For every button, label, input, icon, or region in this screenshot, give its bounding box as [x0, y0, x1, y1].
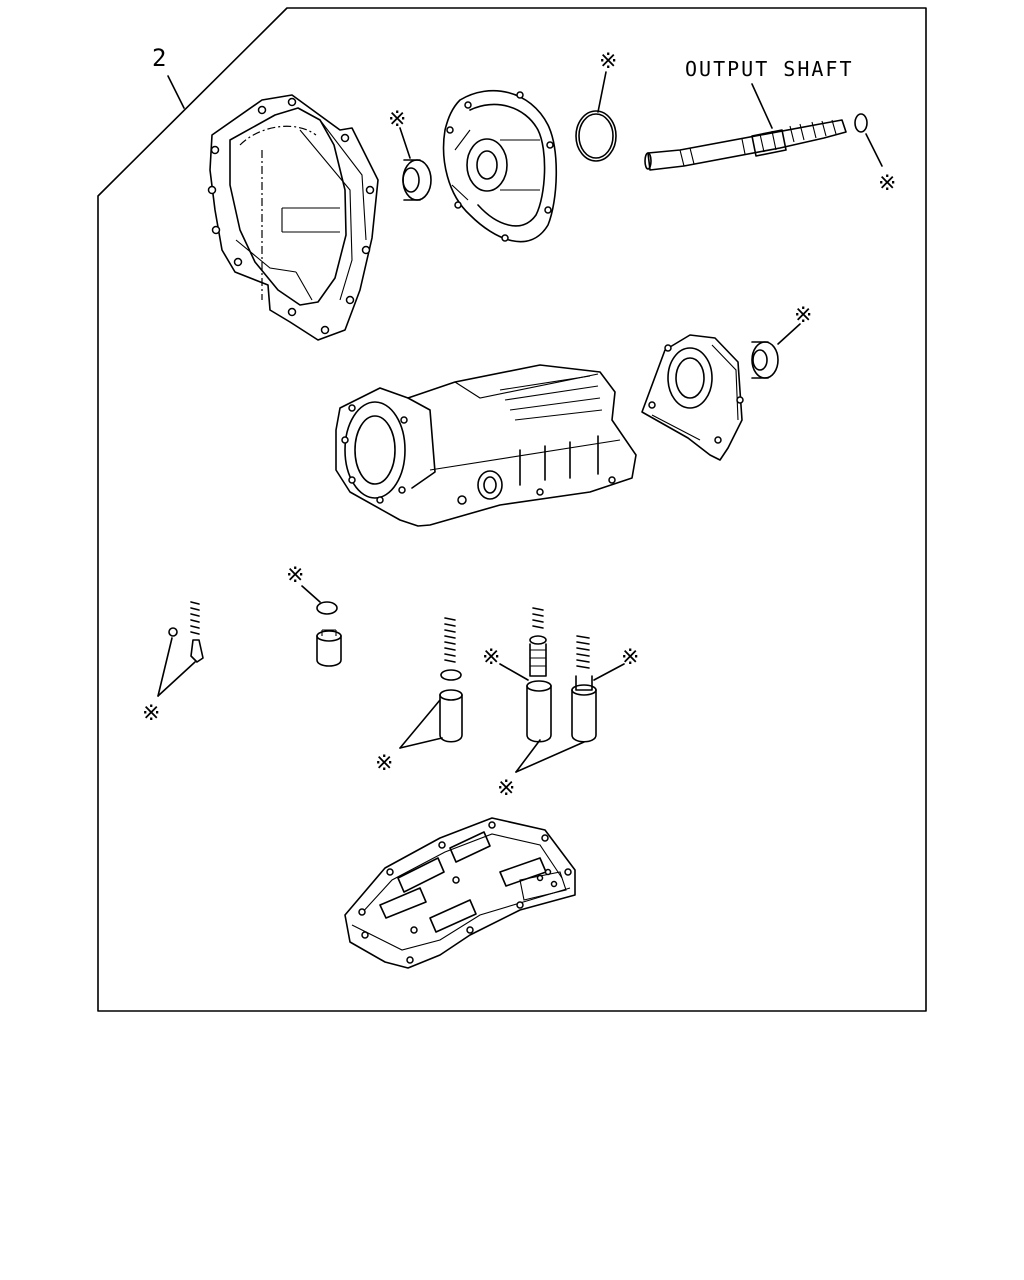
accumulator-piston-small	[316, 601, 342, 667]
asterisk-accumulator-2: ※	[482, 645, 500, 670]
leader-check-ball-b	[157, 661, 196, 697]
asterisk-oil-pump-seal: ※	[388, 107, 406, 132]
leader-accumulator-2-3-b	[515, 741, 585, 773]
output-shaft-label: OUTPUT SHAFT	[685, 57, 854, 81]
oil-pump-seal	[402, 159, 432, 201]
leader-oil-pump-seal	[399, 127, 411, 159]
leader-accumulator-2	[499, 663, 529, 681]
asterisk-snap-ring: ※	[599, 49, 617, 74]
extension-housing	[641, 334, 744, 461]
output-shaft	[644, 119, 847, 171]
leader-output-shaft-o-ring	[865, 133, 883, 167]
extension-housing-seal	[751, 341, 779, 379]
leader-check-ball-a	[157, 637, 173, 697]
diagram-frame	[97, 7, 927, 1012]
accumulator-piston-2	[526, 607, 552, 743]
output-shaft-o-ring	[854, 113, 868, 133]
asterisk-accumulator-2-3: ※	[497, 776, 515, 801]
leader-snap-ring	[597, 71, 607, 113]
snap-ring	[575, 110, 617, 162]
accumulator-piston-1	[439, 617, 463, 743]
asterisk-accumulator-3: ※	[621, 645, 639, 670]
asterisk-accumulator-small: ※	[286, 563, 304, 588]
leader-accumulator-small	[301, 585, 321, 603]
output-shaft-leader	[751, 83, 773, 129]
leader-accumulator-1-a	[399, 699, 441, 749]
callout-number: 2	[152, 44, 166, 72]
callout-leader	[167, 75, 185, 109]
valve-body	[344, 817, 576, 969]
accumulator-piston-3	[571, 635, 597, 743]
check-ball-and-spring	[168, 601, 204, 663]
asterisk-output-shaft-o-ring: ※	[878, 171, 896, 196]
leader-accumulator-2-3-a	[515, 739, 541, 773]
leader-accumulator-3	[593, 663, 625, 681]
leader-extension-housing-seal	[777, 323, 801, 345]
asterisk-extension-housing-seal: ※	[794, 303, 812, 328]
converter-housing	[207, 94, 379, 341]
oil-pump	[442, 89, 558, 243]
leader-accumulator-1-b	[399, 737, 443, 749]
asterisk-check-ball: ※	[142, 701, 160, 726]
asterisk-accumulator-1: ※	[375, 751, 393, 776]
transmission-case	[335, 364, 637, 527]
